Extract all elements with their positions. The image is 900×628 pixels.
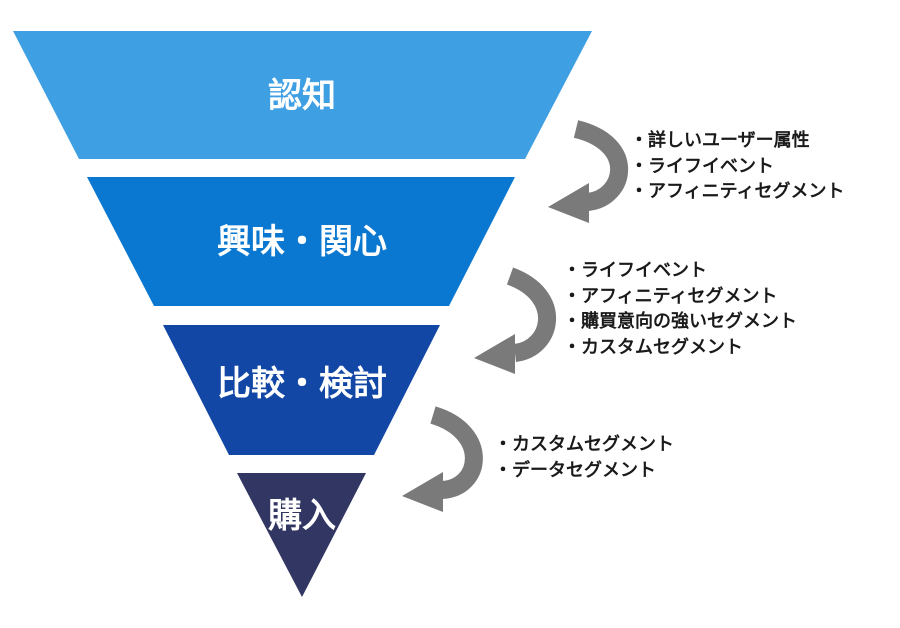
curved-arrow-2-shaft	[506, 267, 557, 362]
curved-arrow-3-shaft	[429, 406, 483, 499]
funnel-stage-comparison: 比較・検討	[163, 325, 440, 455]
funnel-stage-awareness: 認知	[13, 31, 592, 159]
stage-purchase-band	[237, 473, 366, 597]
stage-awareness-band	[13, 31, 592, 159]
stage-comparison-label: 比較・検討	[217, 364, 387, 404]
targeting-item: アフィニティセグメント	[630, 179, 845, 205]
funnel-stage-purchase: 購入	[237, 473, 366, 597]
targeting-item: データセグメント	[494, 458, 674, 484]
curved-arrow-2-head	[474, 334, 515, 374]
funnel-stage-interest: 興味・関心	[87, 177, 515, 306]
stage-comparison-band	[163, 325, 440, 455]
targeting-item: アフィニティセグメント	[563, 284, 797, 310]
targeting-item: カスタムセグメント	[494, 432, 674, 458]
targeting-list-comparison: カスタムセグメント データセグメント	[494, 432, 674, 483]
targeting-item: 購買意向の強いセグメント	[563, 309, 797, 335]
curved-arrow-1-shaft	[573, 120, 628, 211]
curved-arrow-1	[548, 120, 628, 223]
stage-interest-label: 興味・関心	[217, 222, 387, 262]
targeting-item: 詳しいユーザー属性	[630, 128, 845, 154]
stage-awareness-label: 認知	[268, 76, 336, 116]
curved-arrow-3	[402, 406, 483, 512]
targeting-item: ライフイベント	[563, 258, 797, 284]
curved-arrow-1-head	[548, 183, 589, 223]
targeting-item: ライフイベント	[630, 154, 845, 180]
targeting-item: カスタムセグメント	[563, 335, 797, 361]
targeting-list-awareness: 詳しいユーザー属性 ライフイベント アフィニティセグメント	[630, 128, 845, 205]
curved-arrow-3-head	[402, 472, 443, 512]
stage-purchase-label: 購入	[268, 496, 336, 536]
curved-arrow-2	[474, 267, 557, 374]
stage-interest-band	[87, 177, 515, 306]
targeting-list-interest: ライフイベント アフィニティセグメント 購買意向の強いセグメント カスタムセグメ…	[563, 258, 797, 360]
